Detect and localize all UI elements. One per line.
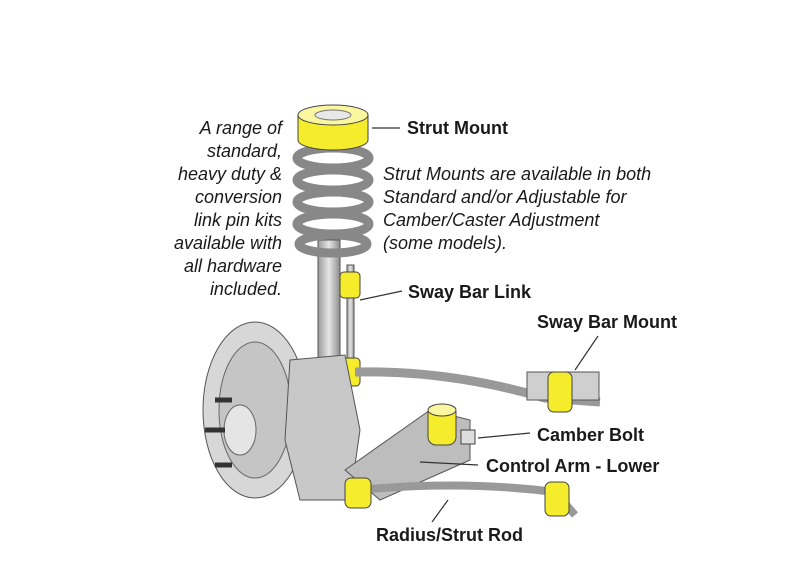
strut-mount-bushing xyxy=(297,104,369,151)
note-line: A range of xyxy=(199,118,282,138)
coil-spring xyxy=(292,143,374,258)
camber-bolt xyxy=(460,429,476,445)
radius-rod-bushing-rear xyxy=(544,481,570,517)
note-line: included. xyxy=(209,279,282,299)
radius-rod-bushing-front xyxy=(344,477,372,509)
note-line: (some models). xyxy=(383,233,508,253)
note-line: Standard and/or Adjustable for xyxy=(383,187,627,207)
brake-rotor xyxy=(202,321,308,499)
note-line: all hardware xyxy=(183,256,282,276)
sway-bar-link-bushing-top xyxy=(339,271,361,299)
label-camber-bolt: Camber Bolt xyxy=(537,425,645,445)
sway-bar-mount-bracket xyxy=(526,371,600,413)
strut-mount-note: Strut Mounts are available in both Stand… xyxy=(383,163,651,255)
label-sway-bar-mount: Sway Bar Mount xyxy=(537,312,678,332)
note-line: link pin kits xyxy=(193,210,282,230)
note-line: Camber/Caster Adjustment xyxy=(383,210,600,230)
radius-strut-rod xyxy=(359,481,579,518)
link-pin-kits-note: A range of standard, heavy duty & conver… xyxy=(174,117,282,301)
leader-lines xyxy=(359,127,599,523)
control-arm-bushing xyxy=(427,403,457,446)
note-line: conversion xyxy=(194,187,282,207)
note-line: Strut Mounts are available in both xyxy=(383,164,652,184)
label-radius-strut-rod: Radius/Strut Rod xyxy=(376,525,523,545)
note-line: standard, xyxy=(206,141,282,161)
note-line: available with xyxy=(173,233,282,253)
note-line: heavy duty & xyxy=(177,164,282,184)
label-strut-mount: Strut Mount xyxy=(407,118,508,138)
label-control-arm-lower: Control Arm - Lower xyxy=(486,456,660,476)
label-sway-bar-link: Sway Bar Link xyxy=(408,282,532,302)
